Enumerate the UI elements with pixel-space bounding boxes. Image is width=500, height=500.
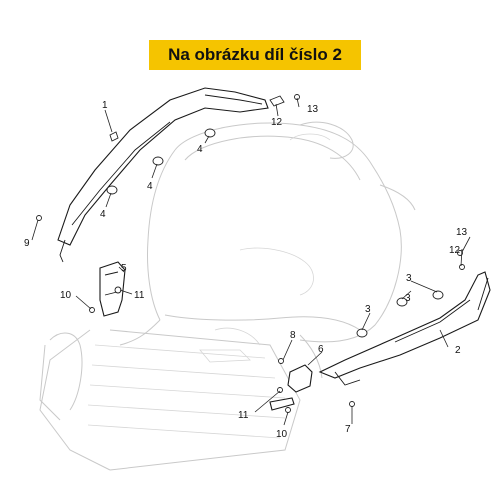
grommets-3: [356, 290, 444, 338]
callout-9: 9: [24, 238, 30, 249]
callout-12-top: 12: [271, 117, 283, 128]
callout-10-left: 10: [60, 290, 72, 301]
callout-12-right: 12: [449, 245, 461, 256]
callout-7: 7: [345, 424, 351, 435]
callout-3-bottom: 3: [365, 304, 371, 315]
callout-4-top: 4: [197, 144, 203, 155]
callout-4-bottom: 4: [100, 209, 106, 220]
callout-8: 8: [290, 330, 296, 341]
callout-3-top: 3: [406, 273, 412, 284]
part-5-bracket: [99, 261, 126, 317]
callout-10-bottom: 10: [276, 429, 288, 440]
callout-1: 1: [102, 100, 108, 111]
scooter-body-outline: [39, 121, 416, 471]
callout-5: 5: [121, 263, 127, 274]
part-6-small-bracket: [269, 364, 313, 411]
part-1-left-rail: [57, 87, 285, 263]
callout-13-right: 13: [456, 227, 468, 238]
part-2-right-rail: [318, 271, 491, 386]
callout-numbers: 1 13 12 4 4 4 9 5 10 11 13 12 3 3 3 2 8 …: [24, 100, 468, 440]
callout-13-top: 13: [307, 104, 319, 115]
leader-lines: [31, 97, 471, 426]
callout-4-middle: 4: [147, 181, 153, 192]
callout-3-middle: 3: [405, 293, 411, 304]
callout-2: 2: [455, 345, 461, 356]
part-number-banner: Na obrázku díl číslo 2: [149, 40, 361, 70]
grommets-4: [106, 128, 216, 195]
fasteners: [36, 94, 465, 413]
callout-11-bottom: 11: [238, 410, 249, 421]
callout-6: 6: [318, 344, 324, 355]
callout-11-left: 11: [134, 290, 145, 301]
